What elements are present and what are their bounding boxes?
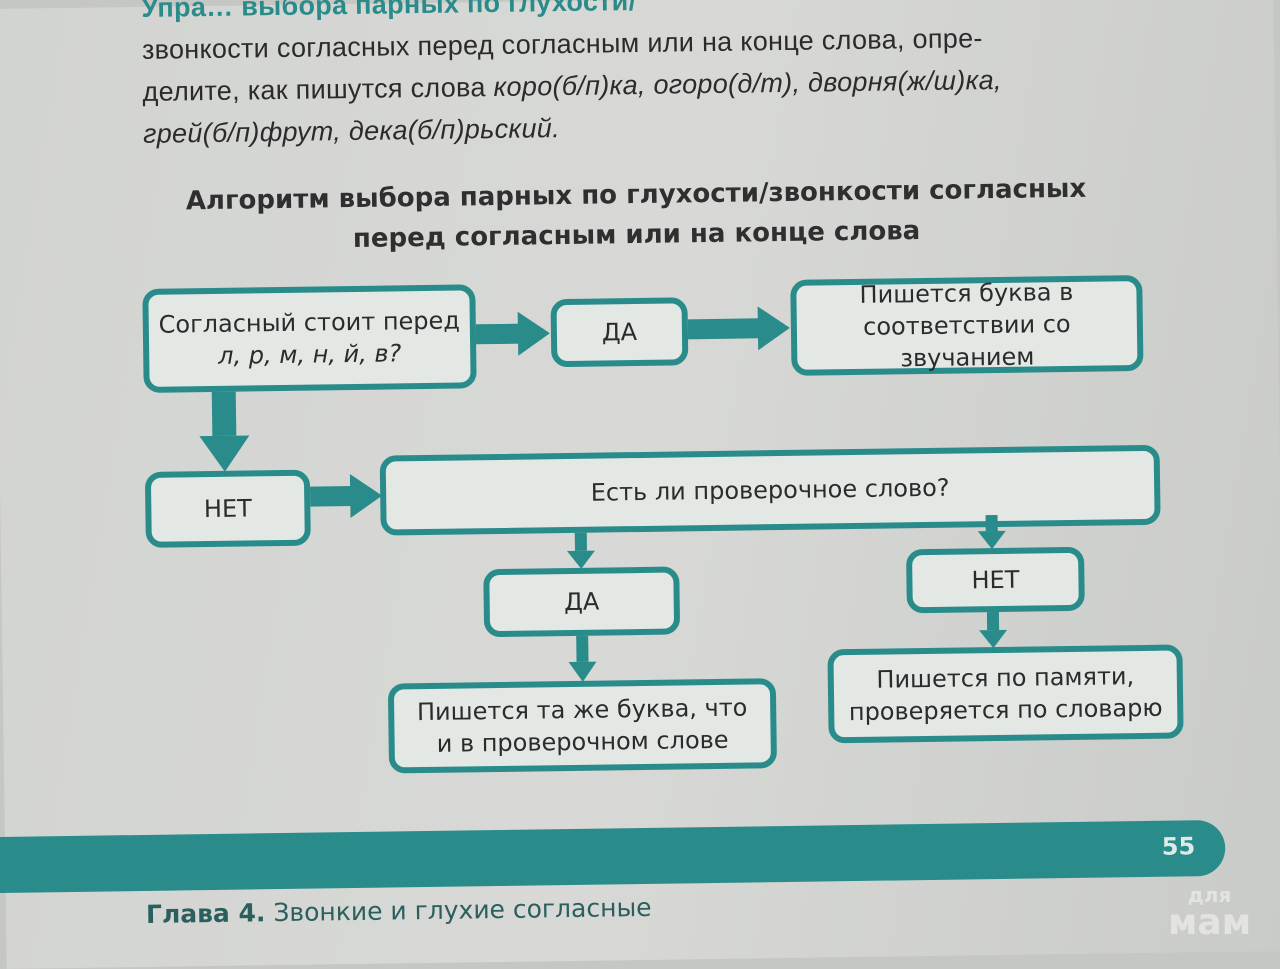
yes-box-2: ДА — [483, 566, 681, 638]
question-text: Есть ли проверочное слово? — [590, 473, 950, 507]
question-box-check-word: Есть ли проверочное слово? — [379, 444, 1161, 536]
exercise-heading: Упра… выбора парных по глухости/ — [141, 0, 637, 23]
no-label: НЕТ — [971, 565, 1020, 595]
exercise-words: коро(б/п)ка, огоро(д/т), дворня(ж/ш)ка, — [493, 64, 1002, 103]
arrow-right-icon — [476, 311, 551, 356]
result-text: Пишется та же буква, что — [416, 693, 748, 727]
diagram-title: Алгоритм выбора парных по глухости/звонк… — [136, 168, 1137, 262]
arrow-down-icon — [976, 515, 1008, 549]
result-text: соответствии со звучанием — [862, 309, 1071, 373]
result-text: проверяется по словарю — [848, 693, 1163, 727]
yes-label: ДА — [601, 318, 638, 347]
arrow-right-icon — [688, 306, 791, 351]
arrow-right-icon — [310, 474, 383, 519]
result-text: Пишется буква в — [859, 277, 1074, 309]
yes-box-1: ДА — [550, 297, 689, 368]
exercise-text-plain: делите, как пишутся слова — [142, 72, 494, 107]
result-text: и в проверочном слове — [436, 725, 729, 758]
chapter-footer: Глава 4. Звонкие и глухие согласные — [146, 893, 652, 929]
question-text: л, р, м, н, й, в? — [217, 339, 402, 370]
page-number: 55 — [1161, 832, 1196, 861]
no-box-1: НЕТ — [144, 469, 311, 548]
exercise-words: грей(б/п)фрут, дека(б/п)рьский. — [142, 113, 561, 149]
chapter-label: Глава 4. — [145, 898, 266, 929]
arrow-down-icon — [977, 612, 1009, 648]
no-label: НЕТ — [203, 494, 252, 524]
arrow-down-icon — [565, 533, 597, 569]
no-box-2: НЕТ — [905, 546, 1085, 614]
watermark-line: для — [1187, 883, 1232, 907]
result-box-dictionary: Пишется по памяти,проверяется по словарю — [827, 644, 1184, 744]
chapter-title: Звонкие и глухие согласные — [273, 892, 652, 928]
yes-label: ДА — [563, 587, 600, 617]
exercise-text: Упра… выбора парных по глухости/ звонкос… — [141, 0, 1128, 155]
result-text: Пишется по памяти, — [876, 662, 1135, 694]
arrow-down-icon — [199, 391, 250, 472]
watermark-line: мам — [1168, 902, 1252, 943]
arrow-down-icon — [566, 636, 599, 682]
footer-band: 55 — [0, 819, 1226, 894]
question-text: Согласный стоит перед — [158, 306, 461, 339]
